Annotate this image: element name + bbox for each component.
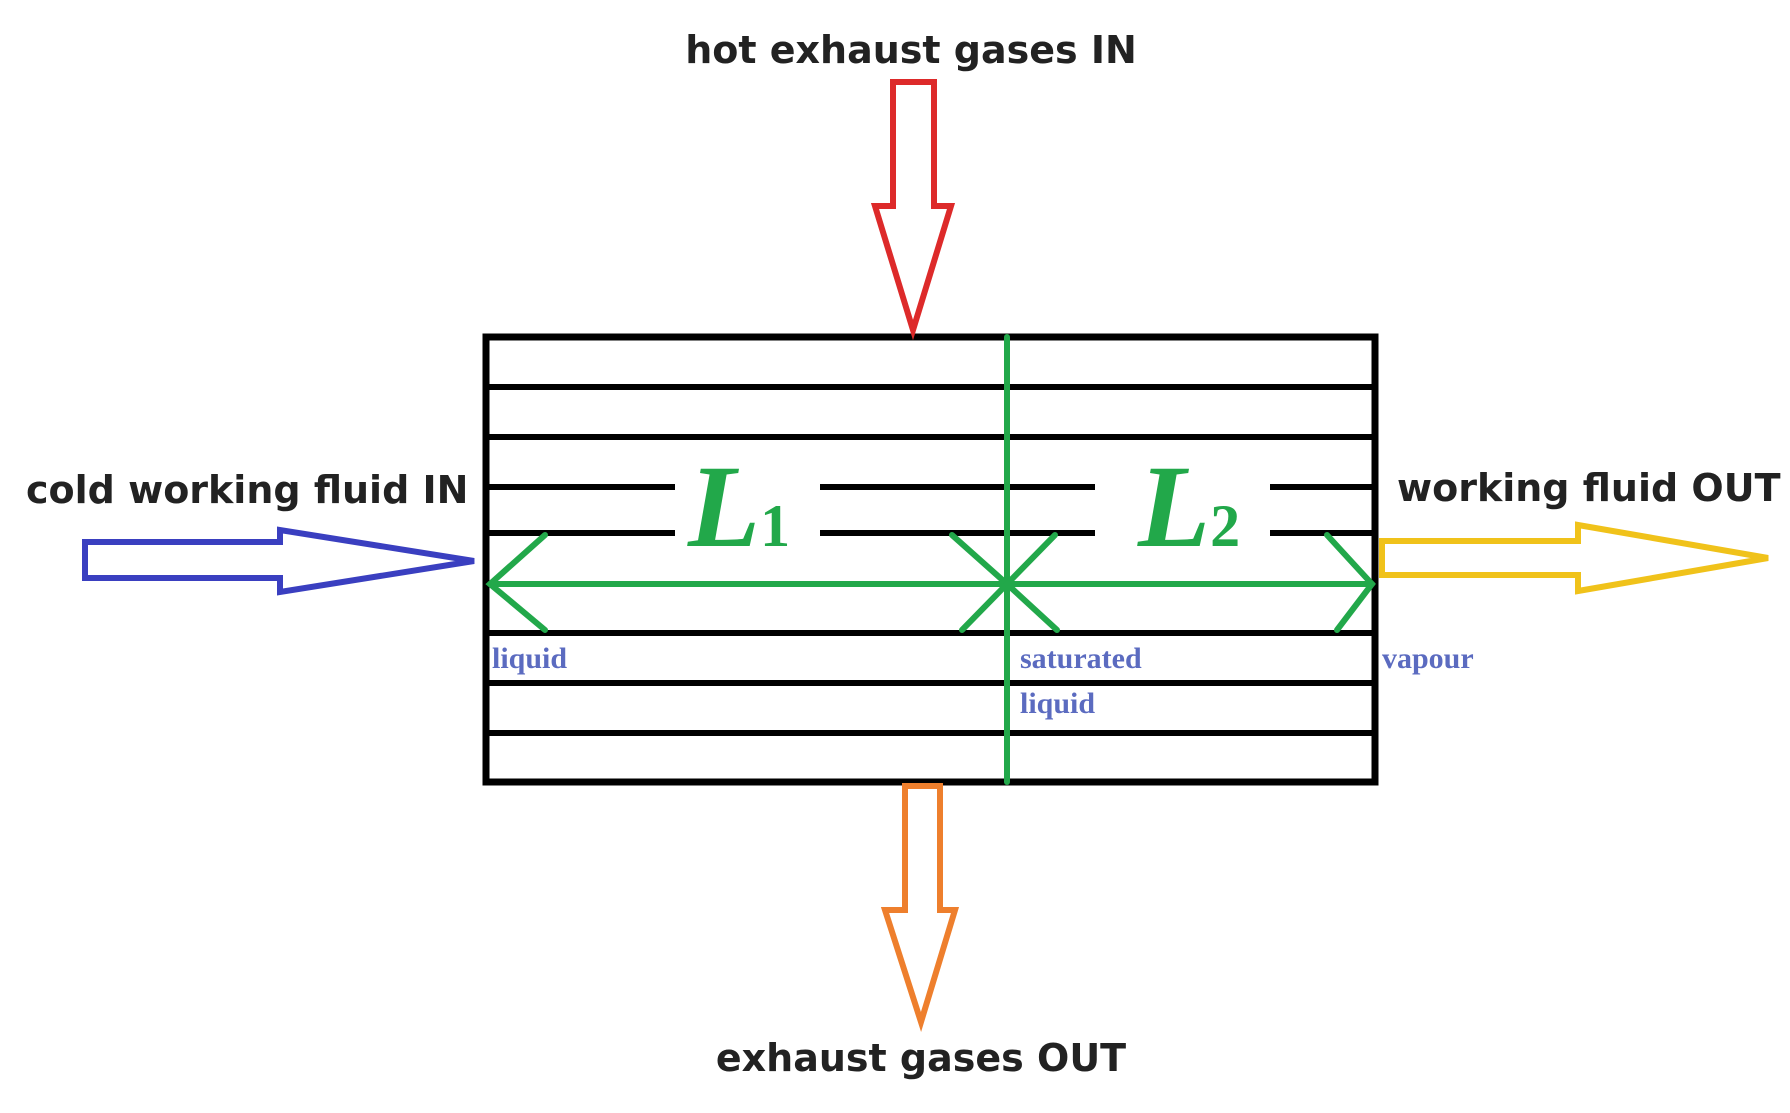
L2-right-arrowhead	[1324, 532, 1376, 633]
fluid-out-label: working fluid OUT	[1397, 466, 1781, 510]
liquid-state-label: liquid	[492, 642, 567, 675]
cold-fluid-in-arrow-icon	[82, 526, 475, 596]
L2-label: L2	[1137, 441, 1240, 572]
cold-fluid-in-label: cold working fluid IN	[26, 468, 468, 512]
L1-label: L1	[687, 441, 790, 572]
saturated-state-label: saturated	[1020, 642, 1142, 675]
heat-exchanger-body	[482, 333, 1379, 786]
L2-left-arrowhead	[1002, 532, 1060, 633]
L1-left-arrowhead	[485, 532, 548, 633]
hot-exhaust-in-arrow-icon	[870, 79, 956, 341]
fluid-out-arrow-icon	[1379, 521, 1769, 595]
vapour-state-label: vapour	[1382, 642, 1474, 675]
exchanger-outline	[482, 333, 1379, 786]
dimension-markers	[485, 334, 1376, 785]
exhaust-out-label: exhaust gases OUT	[716, 1036, 1126, 1080]
saturated-liquid-label: liquid	[1020, 687, 1095, 720]
hot-exhaust-in-label: hot exhaust gases IN	[685, 28, 1137, 72]
exhaust-out-arrow-icon	[880, 783, 960, 1033]
